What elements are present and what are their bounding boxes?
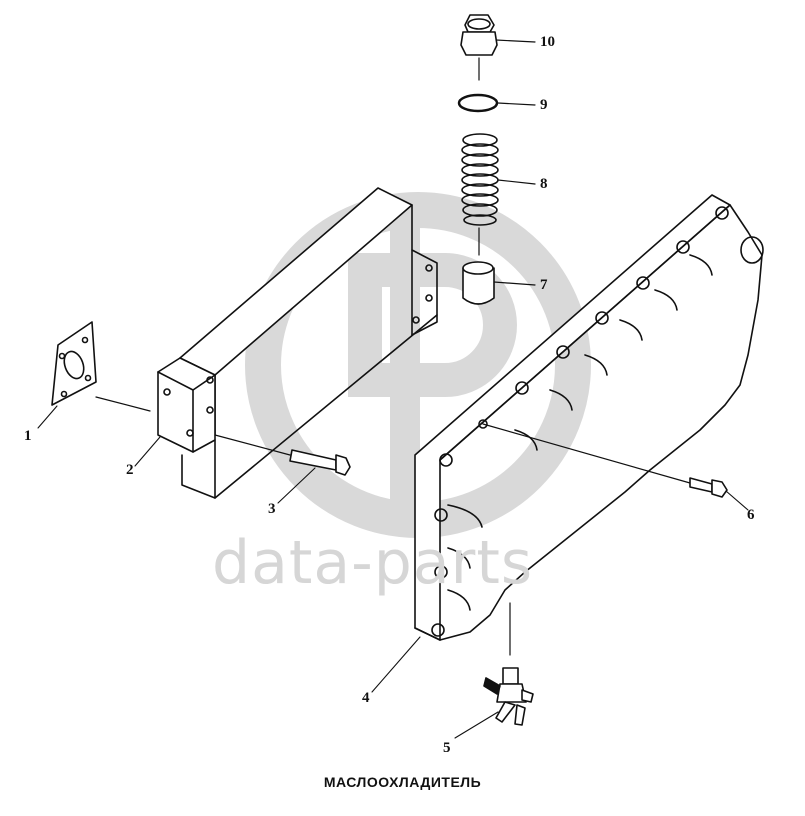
- callout-1: 1: [24, 428, 32, 444]
- oil-cooler-body: [157, 187, 438, 499]
- valve-piston-part-7: [462, 261, 536, 305]
- leader-lines: [37, 405, 749, 739]
- callout-8: 8: [540, 176, 548, 192]
- callout-7: 7: [540, 277, 548, 293]
- diagram-caption: МАСЛООХЛАДИТЕЛЬ: [323, 774, 482, 790]
- gasket-part: [51, 321, 151, 412]
- cooler-cover-part-4: [414, 194, 764, 656]
- callout-9: 9: [540, 97, 548, 113]
- callout-10: 10: [540, 34, 555, 50]
- drain-cock-part-5: [483, 667, 534, 726]
- callout-6: 6: [747, 507, 755, 523]
- callout-4: 4: [362, 690, 370, 706]
- callout-3: 3: [268, 501, 276, 517]
- watermark-text: data-parts: [212, 528, 534, 598]
- callout-5: 5: [443, 740, 451, 756]
- plug-part-10: [460, 14, 536, 81]
- bolt-part-6: [689, 477, 728, 498]
- callout-2: 2: [126, 462, 134, 478]
- o-ring-part-9: [457, 93, 536, 113]
- spring-part-8: [461, 133, 536, 256]
- bolt-part-3: [214, 434, 351, 476]
